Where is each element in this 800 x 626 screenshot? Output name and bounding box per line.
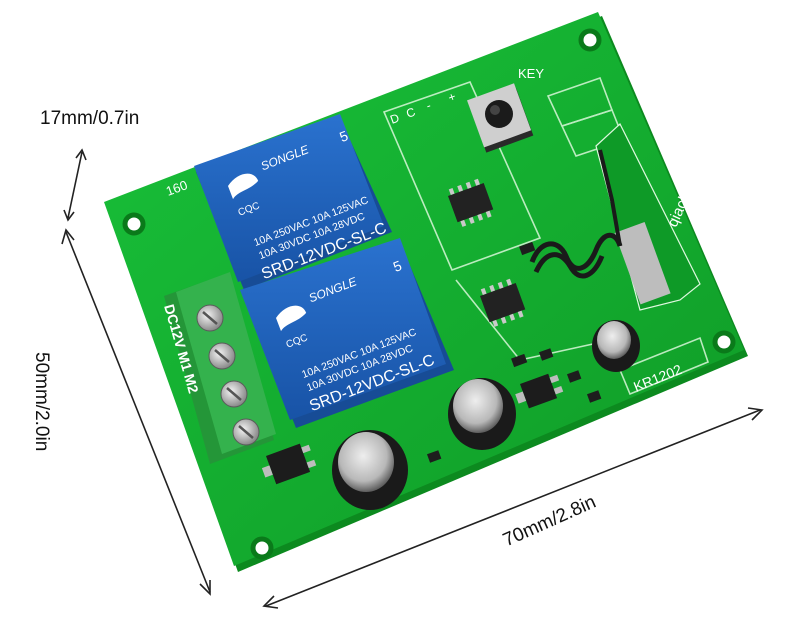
terminal-screws [196,304,260,446]
capacitor-3 [592,320,640,372]
capacitors [332,320,640,510]
pin-label-minus: - [424,98,433,113]
capacitor-2 [448,378,516,450]
terminal-block: DC12V M1 M2 [161,272,276,464]
pin-label-plus: + [446,89,457,105]
relay-1: SONGLE 5 CQC 10A 250VAC 10A 125VAC 10A 3… [194,114,392,290]
dimension-width-label: 50mm/2.0in [31,352,52,452]
transistor-1 [261,443,317,485]
dimension-height-label: 17mm/0.7in [40,108,140,129]
smd-components [426,241,602,463]
ic-chip-2 [480,278,526,327]
capacitor-1 [332,430,408,510]
key-label: KEY [518,66,544,81]
songle-logo-mark [276,305,307,332]
dimension-arrows [61,148,764,609]
mounting-holes [122,28,736,560]
ic-chip-1 [448,178,494,227]
key-button [467,83,534,153]
ic-chips [261,178,564,485]
transistor-2 [515,373,564,409]
corner-mark: 160 [164,177,190,199]
relay-2: SONGLE 5 CQC 10A 250VAC 10A 125VAC 10A 3… [240,238,454,428]
songle-logo-mark [228,173,259,200]
antenna-coil [529,149,623,279]
